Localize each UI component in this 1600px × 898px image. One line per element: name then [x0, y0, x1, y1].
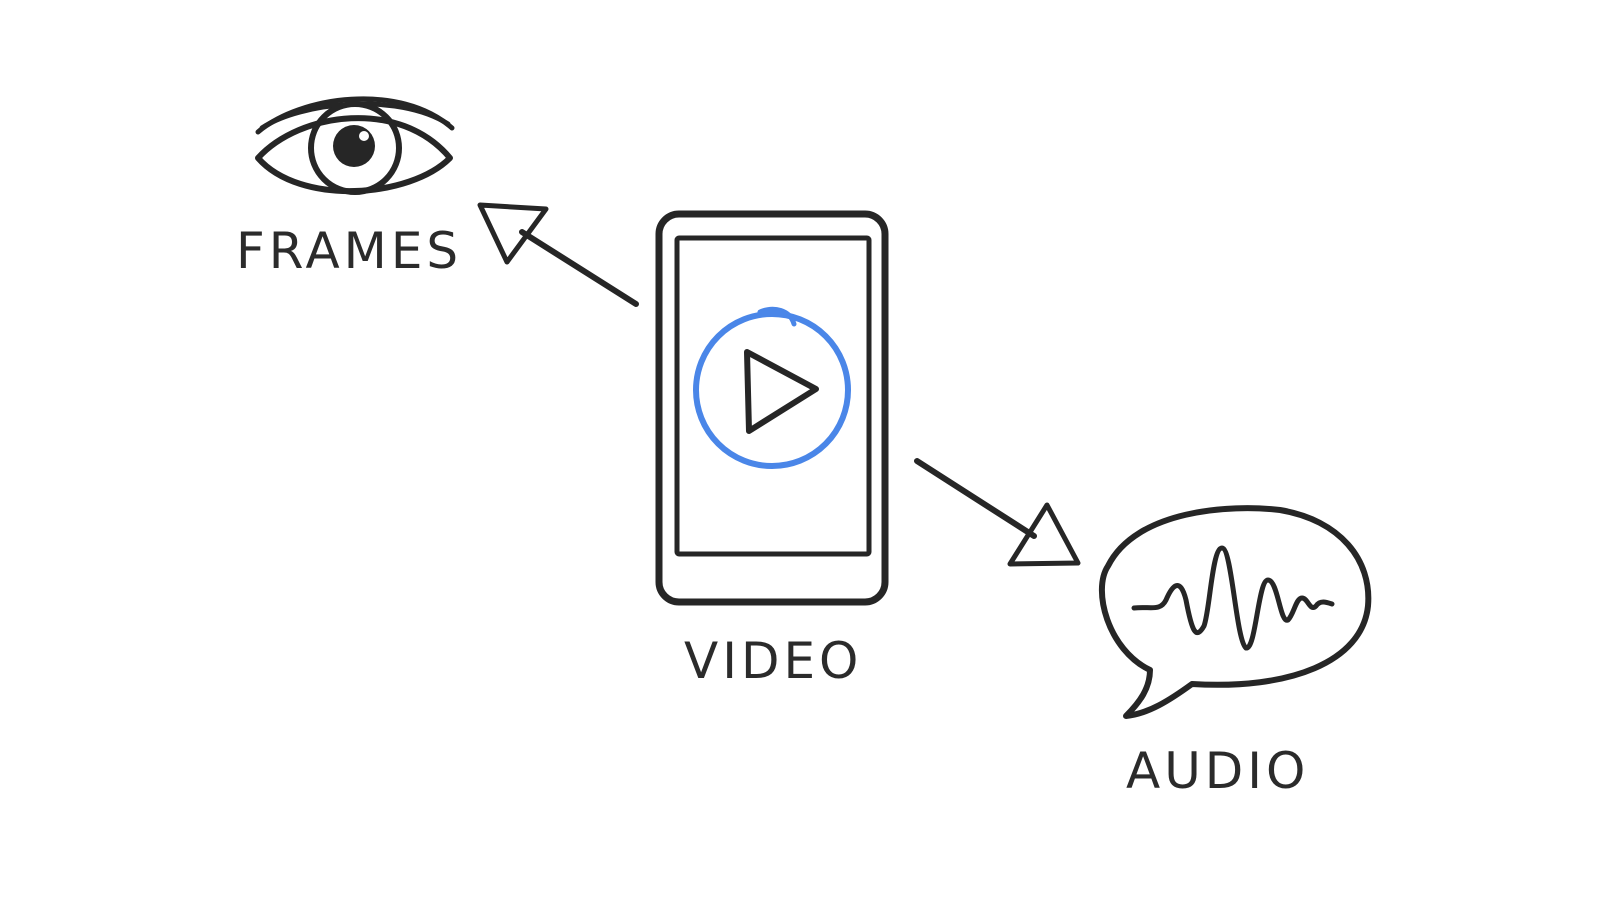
arrow-video-to-audio [914, 458, 1081, 567]
arrow-video-to-frames [477, 202, 639, 307]
play-button-icon [744, 349, 819, 434]
audio-label: AUDIO [1126, 742, 1310, 800]
frames-label: FRAMES [236, 222, 463, 280]
eye-icon [255, 96, 455, 195]
phone-device-icon [655, 210, 889, 606]
video-label: VIDEO [684, 632, 863, 690]
speech-bubble-waveform-icon [1098, 505, 1372, 719]
